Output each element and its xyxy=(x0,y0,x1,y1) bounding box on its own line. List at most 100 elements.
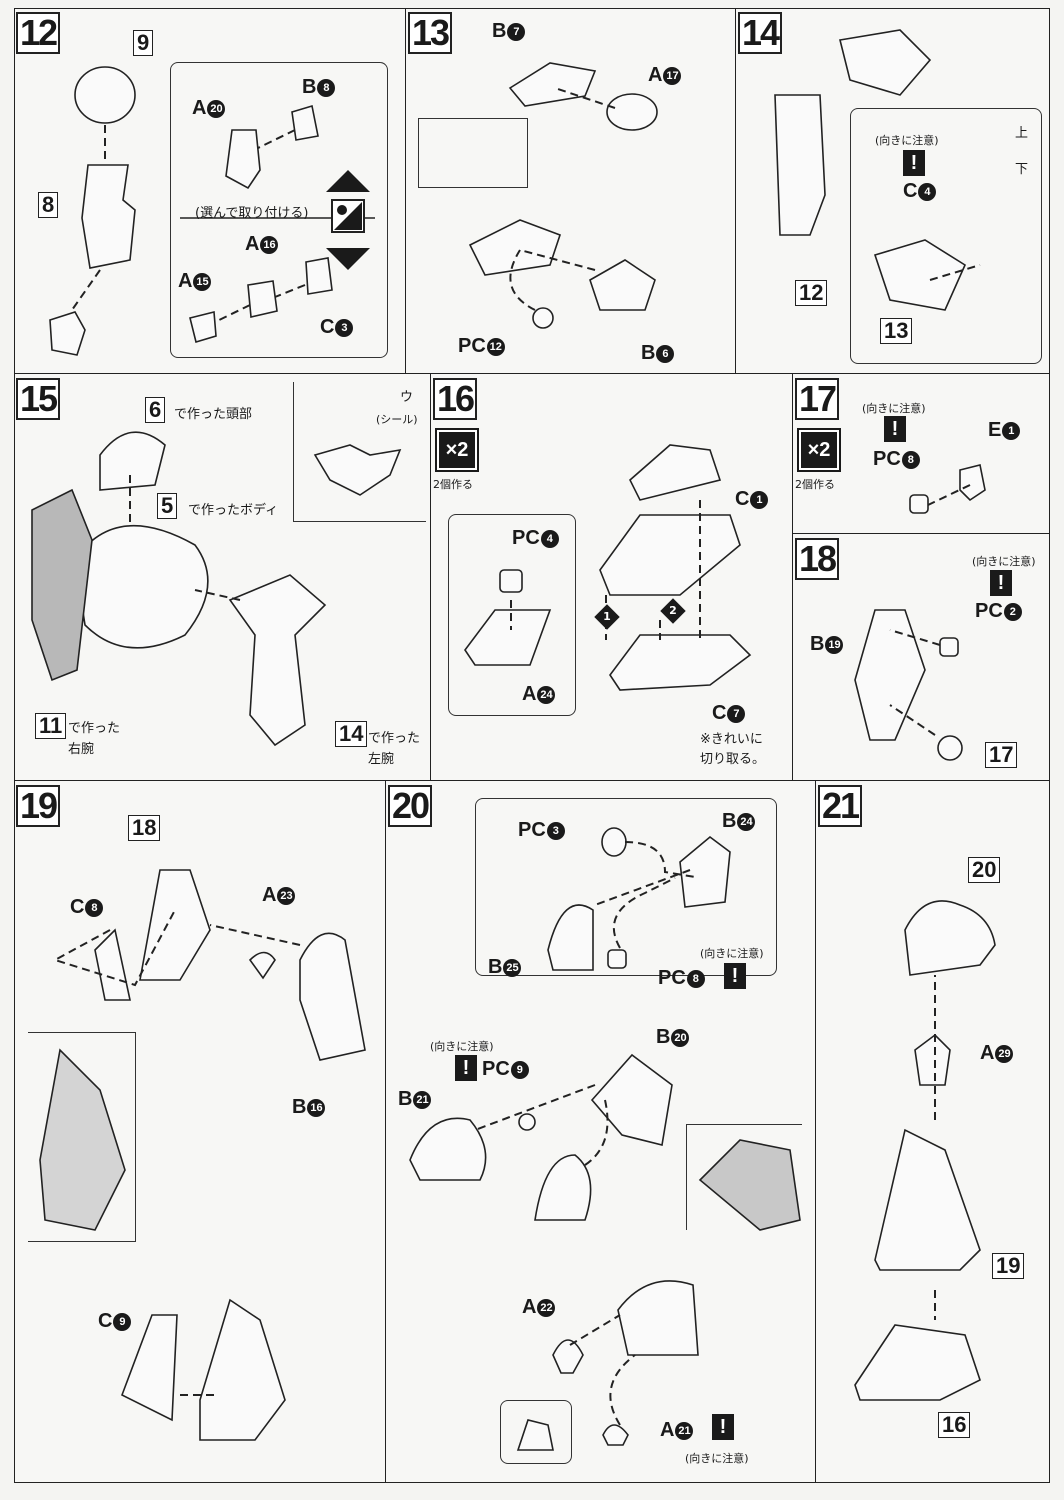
body-caption: で作ったボディ xyxy=(188,503,279,518)
caution-icon: ! xyxy=(724,963,746,989)
cut-note: ※きれいに xyxy=(700,732,763,747)
cover-c8-part xyxy=(94,928,131,1001)
cap-a21-part xyxy=(602,1424,629,1446)
step-number: 15 xyxy=(16,378,61,420)
step-number: 14 xyxy=(738,12,783,54)
polycap-3-part xyxy=(601,827,627,857)
left-arm-part xyxy=(774,94,826,236)
small-part-inset xyxy=(500,1400,572,1464)
left-arm-caption: で作った xyxy=(368,731,421,746)
caution-icon: ! xyxy=(990,570,1012,596)
step-number: 19 xyxy=(16,785,61,827)
make-two-badge: ×2 xyxy=(797,428,841,472)
ref-step-box: 9 xyxy=(133,30,154,56)
make-two-caption: 2個作る xyxy=(795,478,835,491)
leg-b19-part xyxy=(854,609,926,741)
head-shell-part xyxy=(589,259,656,311)
caution-text: (向きに注意) xyxy=(972,555,1036,568)
right-arm-unit-part xyxy=(31,488,93,682)
ref-step-box: 6 xyxy=(145,397,166,423)
joint-e1-part xyxy=(959,464,986,502)
skirt-c7-part xyxy=(609,634,752,691)
left-arm-caption-2: 左腕 xyxy=(368,752,395,767)
order-marker: 2 xyxy=(660,598,686,624)
head-unit-part xyxy=(99,431,166,491)
caution-text: (向きに注意) xyxy=(875,134,939,147)
leg-19-part xyxy=(874,1128,981,1271)
shoulder-b21-part xyxy=(409,1117,487,1181)
make-two-badge: ×2 xyxy=(435,428,479,472)
step-number: 12 xyxy=(16,12,61,54)
skirt-c1-part xyxy=(599,514,741,596)
ref-step-box: 20 xyxy=(968,857,1001,883)
cover-c9-part xyxy=(120,1314,178,1422)
skirt-top-part xyxy=(629,444,722,501)
polycap-8-part xyxy=(909,494,929,514)
ref-step-box: 18 xyxy=(128,815,161,841)
caution-text: (向きに注意) xyxy=(430,1040,494,1053)
head-frame-part xyxy=(468,219,562,276)
joint-17-part xyxy=(937,735,963,761)
rear-view-inset xyxy=(28,1032,136,1242)
head-assembly-2-part xyxy=(873,239,967,311)
down-label: 下 xyxy=(1015,162,1029,177)
shoulder-b25-part xyxy=(547,904,594,971)
ref-step-box: 19 xyxy=(992,1253,1025,1279)
caution-icon: ! xyxy=(903,150,925,176)
ref-step-box: 12 xyxy=(795,280,828,306)
cap-a21-detail xyxy=(516,1419,554,1451)
direction-inset xyxy=(850,108,1042,364)
polycap-inset xyxy=(448,514,576,716)
hand-part xyxy=(49,311,86,356)
fist-part xyxy=(247,280,278,318)
ref-step-box: 16 xyxy=(938,1412,971,1438)
ref-step-box: 14 xyxy=(335,721,368,747)
skirt-a24-part xyxy=(464,609,552,666)
select-arrow-icon xyxy=(326,170,370,270)
shoulder-b24-part xyxy=(679,835,731,908)
step-number: 16 xyxy=(433,378,478,420)
shoulder-b20-part xyxy=(590,1053,673,1146)
head-sphere-part xyxy=(74,66,136,124)
shoulder-inset xyxy=(475,798,777,976)
leg-armor-b16-part xyxy=(299,932,366,1061)
hand-cover-2-part xyxy=(305,257,333,295)
body-unit-part xyxy=(74,525,209,649)
sticker-mark: ウ xyxy=(400,390,414,405)
polycap-12-part xyxy=(532,307,554,329)
polycap-9-part xyxy=(518,1113,536,1131)
up-label: 上 xyxy=(1015,126,1029,141)
head-core-part xyxy=(606,93,658,131)
hand-cover-part xyxy=(291,104,319,141)
leg-18-part xyxy=(139,869,211,981)
caution-text: (向きに注意) xyxy=(685,1452,749,1465)
leg-assembled-part xyxy=(199,1298,286,1441)
step-number: 13 xyxy=(408,12,453,54)
ref-step-box: 11 xyxy=(35,713,67,739)
caution-text: (向きに注意) xyxy=(862,402,926,415)
ref-step-box: 13 xyxy=(880,318,913,344)
